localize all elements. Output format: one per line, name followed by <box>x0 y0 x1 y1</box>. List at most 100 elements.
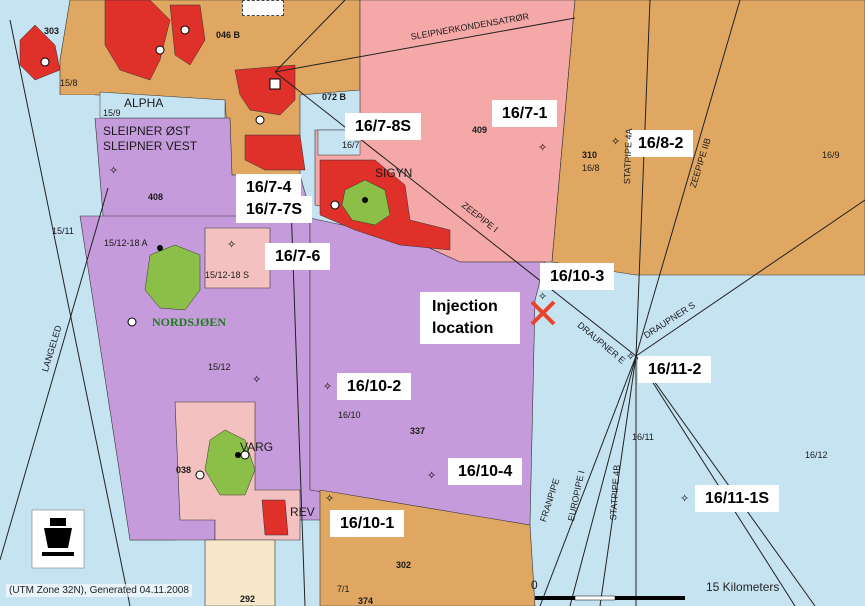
title-logo-fragment <box>242 0 284 16</box>
field-sleipner-red-2 <box>169 4 206 66</box>
block-label: 7/1 <box>337 584 350 594</box>
map-credit: (UTM Zone 32N), Generated 04.11.2008 <box>6 584 192 597</box>
well-icon <box>195 470 205 480</box>
license-area-south-beige <box>204 539 276 606</box>
field-sleipner-ost-red <box>104 0 171 81</box>
block-label: 16/10 <box>338 410 361 420</box>
sea-strip-north <box>30 95 100 118</box>
field-name-varg: VARG <box>240 440 274 454</box>
well-icon <box>235 452 241 458</box>
field-name-rev: REV <box>290 505 315 519</box>
pipeline-statpipe-east <box>635 199 865 357</box>
field-name-sleipner-vest: SLEIPNER VEST <box>103 139 198 153</box>
block-label: 409 <box>472 125 488 135</box>
pipeline-kondensat <box>274 17 576 73</box>
block-label: 15/11 <box>52 226 74 236</box>
block-label: 15/12-18 S <box>205 270 250 280</box>
license-area-15-12-18-pink <box>204 227 271 289</box>
block-label: 292 <box>240 594 256 604</box>
pipeline-south-c <box>599 355 637 606</box>
block-label: 16/12 <box>805 450 828 460</box>
pipeline-zeepipe-b <box>274 0 346 73</box>
block-label: 072 B <box>322 92 347 102</box>
field-nordsjoen-green <box>144 244 201 311</box>
well-label-16-7-8s[interactable]: 16/7-8S <box>345 113 422 140</box>
pipeline-zeepipe-a <box>274 71 637 357</box>
well-icon <box>157 245 163 251</box>
platform-icon <box>269 78 281 90</box>
pipeline-label: STATPIPE 4A <box>622 128 634 185</box>
pipeline-statpipe-4a <box>635 0 651 357</box>
well-icon <box>255 115 265 125</box>
field-name-sleipner-ost: SLEIPNER ØST <box>103 124 191 138</box>
block-label: 16/11 <box>632 432 654 442</box>
block-label: 15/9 <box>103 108 121 118</box>
well-icon <box>155 45 165 55</box>
well-label-16-8-2[interactable]: 16/8-2 <box>628 130 694 157</box>
well-star-icon: ✧ <box>538 142 547 154</box>
well-star-icon: ✧ <box>109 165 118 177</box>
well-label-16-10-2[interactable]: 16/10-2 <box>337 373 412 400</box>
well-label-16-10-1[interactable]: 16/10-1 <box>330 510 405 537</box>
pipeline-zeepipe-iib <box>635 0 741 357</box>
well-star-icon: ✧ <box>227 239 236 251</box>
block-label: 303 <box>44 26 60 36</box>
pipeline-langeled <box>0 187 109 561</box>
pipeline-east-a <box>635 355 796 606</box>
injection-location-label[interactable]: Injection location <box>420 292 520 344</box>
scale-start-label: 0 <box>531 578 538 592</box>
injection-marker-icon <box>530 300 556 326</box>
well-icon <box>40 57 50 67</box>
well-label-16-11-1s[interactable]: 16/11-1S <box>695 485 780 512</box>
block-label: 15/12 <box>208 362 231 372</box>
quadrant-boundary <box>9 19 131 606</box>
block-label: 038 <box>176 465 192 475</box>
field-name-alpha: ALPHA <box>124 96 164 110</box>
pipeline-east-b <box>635 355 816 606</box>
well-star-icon: ✧ <box>323 381 332 393</box>
pipeline-south-b <box>569 355 637 606</box>
well-label-16-10-3[interactable]: 16/10-3 <box>540 263 615 290</box>
license-area-east-orange <box>551 0 865 276</box>
scale-end-label: 15 Kilometers <box>706 580 780 594</box>
block-label: 16/9 <box>822 150 840 160</box>
block-label: 310 <box>582 150 598 160</box>
block-label: 374 <box>358 596 374 606</box>
well-star-icon: ✧ <box>427 470 436 482</box>
well-icon <box>362 197 368 203</box>
well-label-16-7-6[interactable]: 16/7-6 <box>265 243 331 270</box>
field-sleipner-vest-red <box>234 64 296 116</box>
scale-bar-segment <box>574 595 616 601</box>
block-label: 337 <box>410 426 426 436</box>
well-icon <box>180 25 190 35</box>
block-label: 408 <box>148 192 164 202</box>
well-star-icon: ✧ <box>611 136 620 148</box>
well-star-icon: ✧ <box>538 291 547 303</box>
well-icon <box>330 200 340 210</box>
well-star-icon: ✧ <box>680 493 689 505</box>
well-label-16-11-2[interactable]: 16/11-2 <box>638 356 712 383</box>
field-name-sigyn: SIGYN <box>375 166 413 180</box>
field-varg-green <box>204 429 256 496</box>
field-rev-red <box>261 499 289 536</box>
well-star-icon: ✧ <box>626 351 635 363</box>
field-red-middle <box>244 134 306 171</box>
field-name-nordsjoen: NORDSJØEN <box>152 315 227 329</box>
npd-logo-icon <box>31 509 85 569</box>
well-label-16-7-1[interactable]: 16/7-1 <box>492 100 558 127</box>
well-label-16-7-7s[interactable]: 16/7-7S <box>236 196 313 223</box>
well-icon <box>127 317 137 327</box>
field-red-west <box>19 24 61 81</box>
well-label-16-10-4[interactable]: 16/10-4 <box>448 458 523 485</box>
well-star-icon: ✧ <box>252 374 261 386</box>
block-label: 16/8 <box>582 163 600 173</box>
sea-strip-alpha <box>99 91 226 119</box>
block-label: 302 <box>396 560 412 570</box>
pipeline-south-a <box>539 355 637 606</box>
block-label: 15/12-18 A <box>104 238 148 248</box>
block-label: 046 B <box>216 30 241 40</box>
block-label: 15/8 <box>60 78 78 88</box>
block-label: 16/7 <box>342 140 360 150</box>
